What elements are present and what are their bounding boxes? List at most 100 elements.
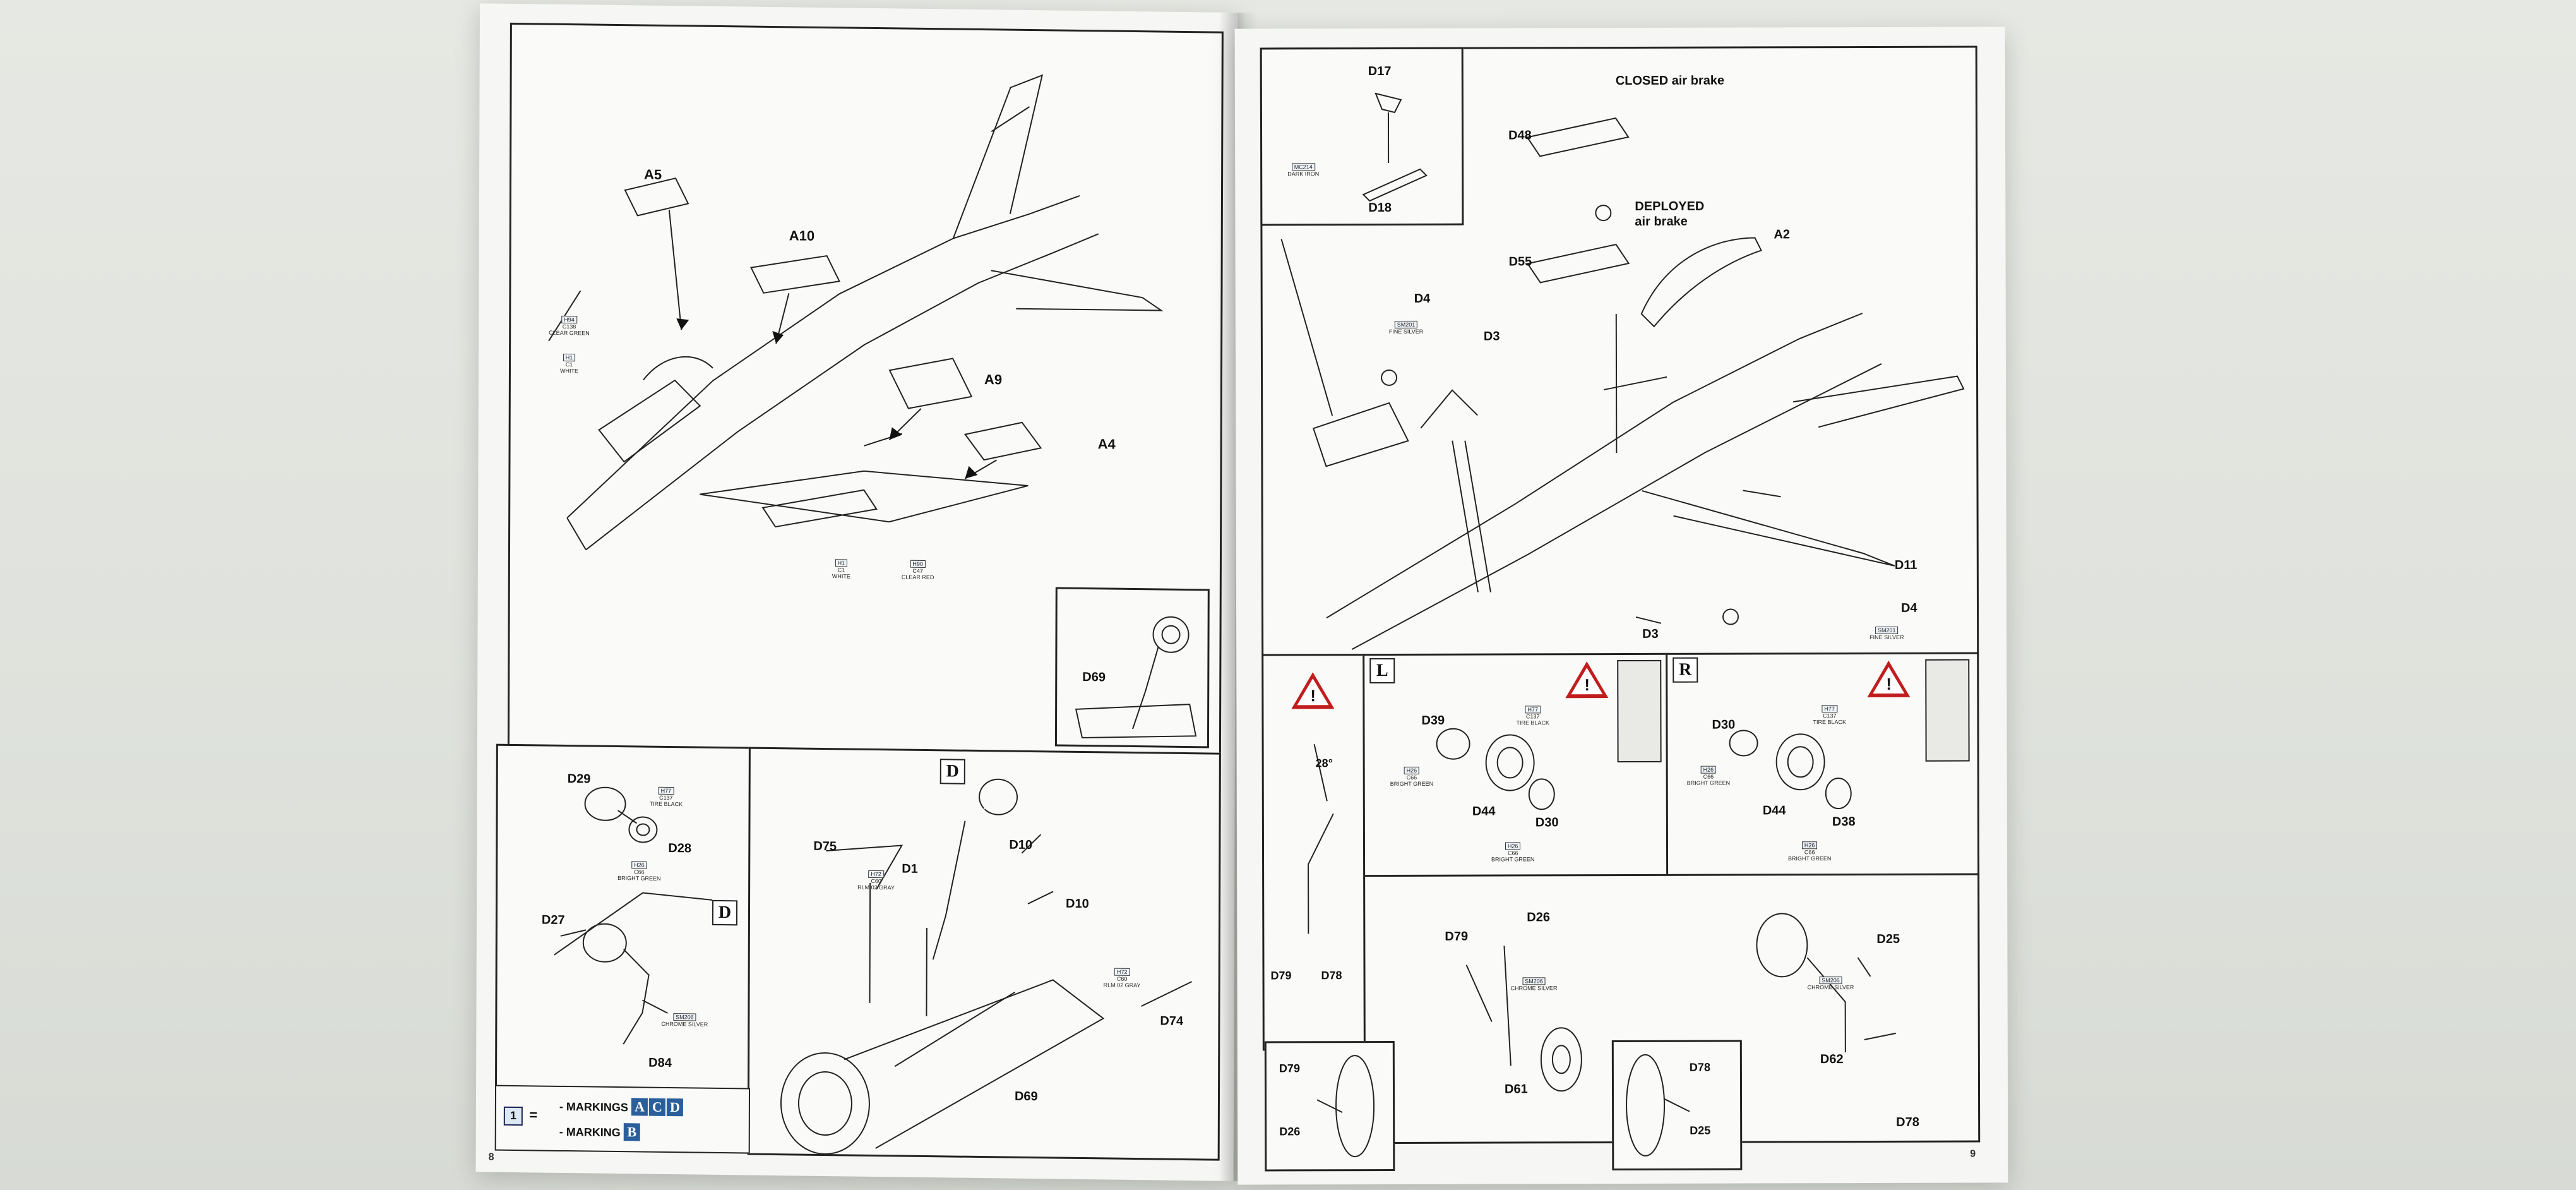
- part-label-a4: A4: [1097, 436, 1116, 452]
- angle-label: 28°: [1315, 757, 1333, 770]
- gear-inset-left: D79 D26: [1264, 1040, 1395, 1172]
- paint-callout-tire-black: H77 C137 TIRE BLACK: [649, 786, 683, 808]
- paint-callout-bright-green-l2: H26 C66 BRIGHT GREEN: [1491, 842, 1535, 863]
- part-label-d4-top: D4: [1414, 291, 1431, 306]
- part-label-d38: D38: [1832, 815, 1856, 829]
- gear-inset-right: D78 D25: [1611, 1040, 1743, 1171]
- gear-leg-panel: D79 D26 D78 D25 D26 D79 D61 D25 D62 D78: [1264, 873, 1981, 1172]
- right-page-number: 9: [1970, 1148, 1976, 1160]
- right-wheel-panel: R ! D30 D44 D38 H77 C137 TIRE BLACK: [1666, 652, 1980, 878]
- nose-assembly-illustration: [780, 778, 1193, 1155]
- marking-letter-a: A: [631, 1098, 648, 1116]
- part-label-d39: D39: [1421, 713, 1445, 728]
- part-label-d84: D84: [648, 1055, 672, 1071]
- marking-letter-d: D: [666, 1098, 683, 1117]
- landing-gear-inset: D69: [1054, 587, 1210, 748]
- part-label-d30-r: D30: [1712, 718, 1736, 732]
- left-wheel-panel: L ! D39 D44 D30 H77 C137 TIRE BLACK: [1363, 652, 1671, 879]
- gear-inset-illustration: [1075, 616, 1197, 739]
- part-label-d26-inset: D26: [1279, 1125, 1301, 1138]
- fuselage-illustration: [548, 74, 1164, 551]
- markings-row-2: - MARKING B: [559, 1122, 641, 1141]
- paint-callout-tire-black-r: H77 C137 TIRE BLACK: [1813, 705, 1847, 726]
- part-label-d78: D78: [1896, 1115, 1919, 1129]
- part-label-d11: D11: [1894, 558, 1917, 572]
- left-wheel-illustration: [1436, 728, 1555, 810]
- part-label-d26: D26: [1527, 910, 1551, 925]
- part-label-d75: D75: [813, 839, 837, 854]
- part-label-d55: D55: [1508, 255, 1532, 269]
- closed-air-brake-label: CLOSED air brake: [1615, 73, 1725, 88]
- paint-callout-bright-green-l1: H26 C66 BRIGHT GREEN: [1390, 766, 1434, 787]
- part-label-d78-strip: D78: [1321, 969, 1342, 982]
- paint-callout-fine-silver-1: SM201 FINE SILVER: [1388, 320, 1424, 335]
- part-label-d1: D1: [902, 862, 918, 876]
- paint-callout-chrome-silver-2: SM206 CHROME SILVER: [1807, 977, 1854, 991]
- angle-panel: ! 28° D79 D78: [1261, 654, 1368, 1051]
- marking-step-number: 1: [503, 1106, 523, 1126]
- right-wheel-illustration: [1729, 730, 1852, 810]
- paint-callout-tire-black-l: H77 C137 TIRE BLACK: [1516, 706, 1550, 726]
- gear-leg-illustration: [1465, 913, 1896, 1092]
- d17-d18-illustration: [1362, 92, 1428, 202]
- part-label-d78-inset: D78: [1689, 1061, 1710, 1074]
- part-label-d79-strip: D79: [1270, 969, 1292, 982]
- paint-callout-rlm-gray-1: H72 C60 RLM 02 GRAY: [857, 870, 895, 891]
- airbrake-assembly-panel: D17 D18 MC214 DARK IRON: [1260, 45, 1979, 658]
- part-label-d79-inset: D79: [1279, 1062, 1300, 1075]
- marking-letter-c: C: [648, 1098, 665, 1116]
- marking-letter-b: B: [623, 1123, 640, 1141]
- part-label-d69: D69: [1014, 1089, 1038, 1104]
- part-label-d25: D25: [1876, 932, 1900, 946]
- gear-inset-left-illustration: [1316, 1055, 1375, 1158]
- paint-callout-fine-silver-2: SM201 FINE SILVER: [1869, 626, 1904, 640]
- nose-assembly-panel: D75 D1 D10 D10 D74 D69 D H72 C60 RLM 02 …: [747, 747, 1221, 1161]
- part-label-a10: A10: [789, 227, 815, 244]
- part-label-d44-l: D44: [1472, 804, 1496, 819]
- angle-illustration: [1308, 744, 1334, 934]
- paint-callout-bright-green: H26 C66 BRIGHT GREEN: [617, 861, 661, 882]
- paint-callout-bright-green-r1: H26 C66 BRIGHT GREEN: [1686, 766, 1731, 786]
- d17-d18-inset: D17 D18 MC214 DARK IRON: [1260, 47, 1464, 226]
- part-label-d74: D74: [1160, 1014, 1184, 1028]
- markings-line-1: - MARKINGS: [559, 1100, 628, 1114]
- paint-callout-chrome-silver: SM206 CHROME SILVER: [661, 1013, 708, 1028]
- left-page: A5 A10 A9 A4 H94 C138 CLEAR GREEN H1 C1 …: [475, 3, 1238, 1181]
- step-letter-d-2: D: [939, 759, 965, 784]
- paint-callout-white-2: H1 C1 WHITE: [832, 559, 850, 580]
- part-label-d79: D79: [1445, 929, 1469, 944]
- part-label-d48: D48: [1508, 128, 1532, 143]
- fuselage-assembly-panel: A5 A10 A9 A4 H94 C138 CLEAR GREEN H1 C1 …: [507, 22, 1224, 757]
- main-wheel-panel: D29 D28 D27 D84 D H77 C137 TIRE BLACK H2…: [495, 743, 753, 1092]
- main-wheel-illustration: [554, 786, 713, 1045]
- paint-callout-rlm-gray-2: H72 C60 RLM 02 GRAY: [1103, 968, 1141, 989]
- part-label-a2: A2: [1774, 227, 1791, 242]
- part-label-d25-inset: D25: [1690, 1124, 1711, 1137]
- paint-callout-clear-red: H90 C47 CLEAR RED: [901, 560, 934, 581]
- paint-callout-white-1: H1 C1 WHITE: [559, 353, 578, 375]
- part-label-d3-top: D3: [1483, 329, 1500, 344]
- gear-inset-right-illustration: [1626, 1054, 1690, 1157]
- part-label-d44-r: D44: [1762, 803, 1786, 818]
- part-label-d27: D27: [541, 913, 565, 927]
- part-label-d3-bottom: D3: [1642, 627, 1659, 641]
- markings-line-2: - MARKING: [559, 1125, 621, 1139]
- part-label-a5: A5: [644, 166, 662, 183]
- airbrake-illustration: [1280, 117, 1965, 650]
- part-label-d29: D29: [567, 772, 591, 786]
- part-label-d10-a: D10: [1009, 838, 1033, 853]
- right-page: D17 D18 MC214 DARK IRON: [1234, 27, 2008, 1185]
- paint-callout-clear-green: H94 C138 CLEAR GREEN: [549, 315, 590, 337]
- part-label-d61: D61: [1504, 1082, 1528, 1097]
- part-label-d30-l: D30: [1535, 815, 1559, 830]
- deployed-air-brake-label: DEPLOYED air brake: [1635, 199, 1705, 229]
- part-label-d69-inset: D69: [1082, 670, 1106, 685]
- paint-callout-chrome-silver-1: SM206 CHROME SILVER: [1510, 977, 1558, 992]
- left-page-number: 8: [488, 1151, 494, 1163]
- part-label-d28: D28: [668, 841, 692, 856]
- marking-equals: =: [529, 1107, 538, 1123]
- part-label-d4-bottom: D4: [1900, 601, 1917, 615]
